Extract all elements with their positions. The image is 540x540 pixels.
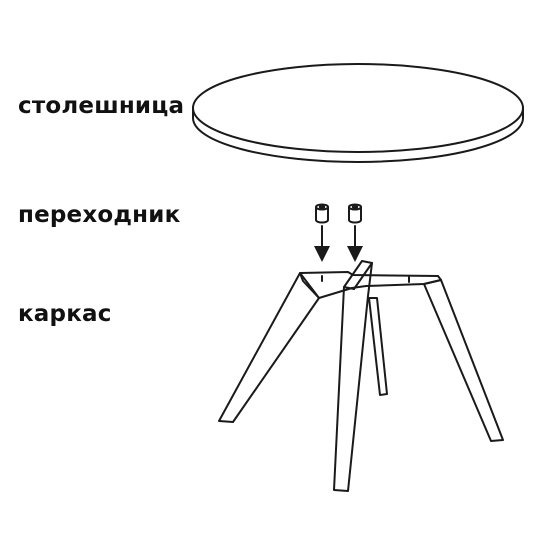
frame-front-leg <box>333 260 373 492</box>
frame-label: каркас <box>18 301 112 327</box>
tabletop <box>192 63 524 163</box>
adapter-right <box>347 203 363 262</box>
tabletop-label: столешница <box>18 93 185 119</box>
frame-right-leg <box>423 279 504 442</box>
frame <box>218 260 504 492</box>
adapter-label: переходник <box>18 202 181 228</box>
frame-back-leg <box>368 297 388 396</box>
tabletop-edge <box>192 107 524 163</box>
frame-left-leg <box>218 272 320 423</box>
tabletop-surface <box>192 63 524 153</box>
adapter-left <box>314 203 330 262</box>
